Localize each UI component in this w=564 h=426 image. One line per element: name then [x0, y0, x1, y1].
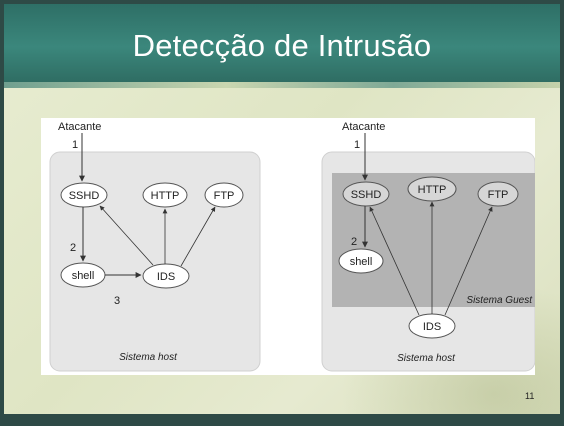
right-sshd-node: [342, 181, 390, 207]
left-step-2: 2: [70, 242, 76, 254]
bottom-border: [4, 414, 560, 422]
right-ftp-label: FTP: [488, 189, 509, 201]
page-number: 11: [525, 391, 535, 401]
right-arrow-ids-ftp: [444, 206, 493, 316]
right-guest-label: Sistema Guest: [466, 295, 533, 306]
right-sshd-label: SSHD: [351, 189, 382, 201]
right-attacker-label: Atacante: [342, 121, 385, 133]
slide-title: Detecção de Intrusão: [132, 28, 432, 63]
right-shell-label: shell: [350, 256, 373, 268]
right-step-2: 2: [351, 236, 357, 248]
right-http-label: HTTP: [418, 184, 447, 196]
left-step-1: 1: [72, 139, 78, 151]
left-shell-label: shell: [72, 270, 95, 282]
left-ftp-node: [204, 182, 244, 208]
left-arrow-ids-ftp: [180, 206, 216, 267]
left-sshd-node: [60, 182, 108, 208]
diagram-panel: Atacante 1 SSHD HTTP FTP shell IDS 2 3 S…: [41, 118, 536, 375]
right-step-1: 1: [354, 139, 360, 151]
right-ftp-node: [477, 181, 519, 207]
right-ids-label: IDS: [423, 321, 441, 333]
right-arrow-ids-sshd: [369, 206, 420, 316]
left-step-3: 3: [114, 295, 120, 307]
left-http-label: HTTP: [151, 190, 180, 202]
right-host-label: Sistema host: [397, 353, 456, 364]
left-ids-node: [142, 263, 190, 289]
left-ids-label: IDS: [157, 271, 175, 283]
slide: Detecção de Intrusão Atacante 1 SSHD HTT…: [4, 4, 560, 422]
left-sshd-label: SSHD: [69, 190, 100, 202]
left-arrow-ids-sshd: [99, 205, 154, 266]
left-ftp-label: FTP: [214, 190, 235, 202]
title-band-decoration: [4, 82, 560, 88]
left-attacker-label: Atacante: [58, 121, 101, 133]
right-http-node: [407, 176, 457, 202]
intrusion-diagram: Atacante 1 SSHD HTTP FTP shell IDS 2 3 S…: [49, 121, 536, 372]
left-http-node: [142, 182, 188, 208]
left-host-label: Sistema host: [119, 352, 178, 363]
title-bar: Detecção de Intrusão: [4, 4, 560, 82]
right-shell-node: [338, 248, 384, 274]
